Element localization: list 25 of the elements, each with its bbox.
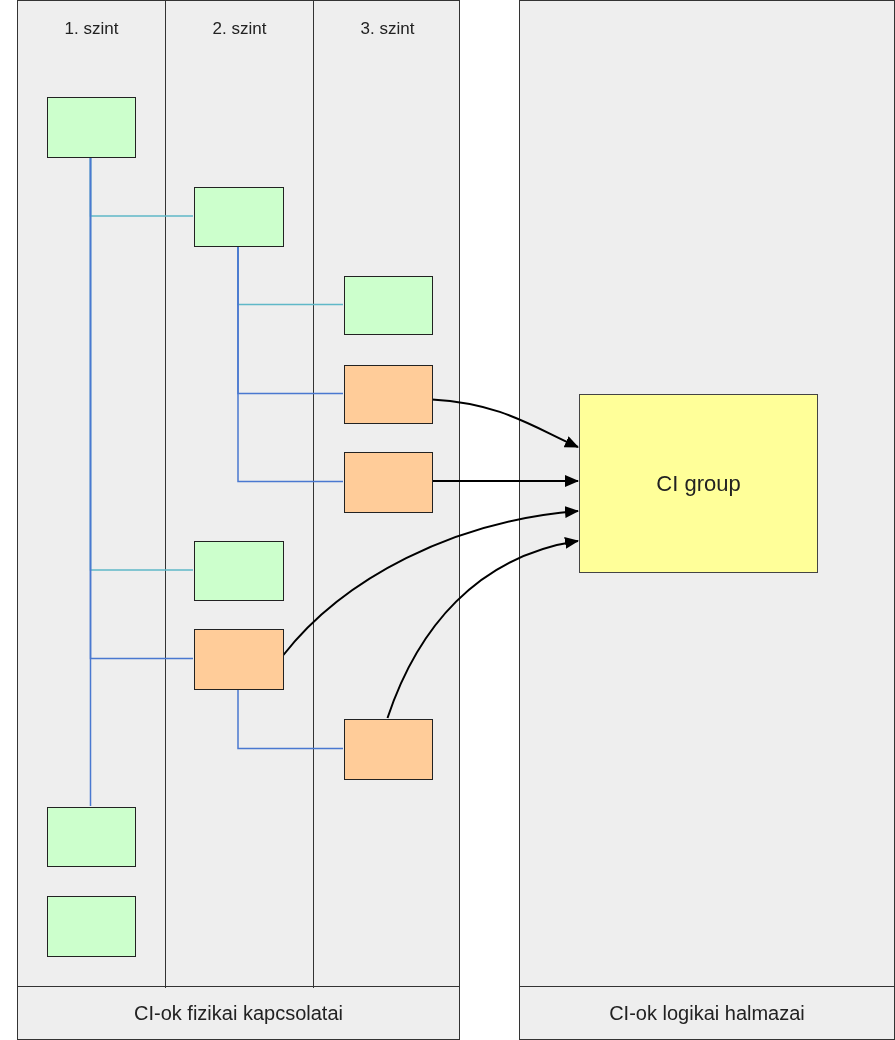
arrow <box>431 475 579 487</box>
ci-box <box>194 541 284 601</box>
arrow <box>282 506 579 657</box>
column-header: 2. szint <box>211 19 268 39</box>
panel <box>17 0 460 1040</box>
ci-box <box>47 807 136 867</box>
ci-box <box>47 896 136 957</box>
group-box: CI group <box>579 394 818 573</box>
ci-box <box>344 452 433 513</box>
ci-box <box>47 97 136 158</box>
connector-line <box>237 688 344 750</box>
column-header: 3. szint <box>359 19 416 39</box>
arrow <box>386 537 579 719</box>
panel-title: CI-ok logikai halmazai <box>520 986 894 1039</box>
panel <box>519 0 895 1040</box>
connector-line <box>237 245 344 483</box>
ci-box <box>344 365 433 424</box>
ci-box <box>194 187 284 247</box>
panel-title: CI-ok fizikai kapcsolatai <box>18 986 459 1039</box>
ci-box <box>344 276 433 335</box>
ci-box <box>344 719 433 780</box>
connector-line <box>89 156 92 807</box>
ci-box <box>194 629 284 690</box>
arrow <box>431 398 579 448</box>
column-header: 1. szint <box>63 19 120 39</box>
